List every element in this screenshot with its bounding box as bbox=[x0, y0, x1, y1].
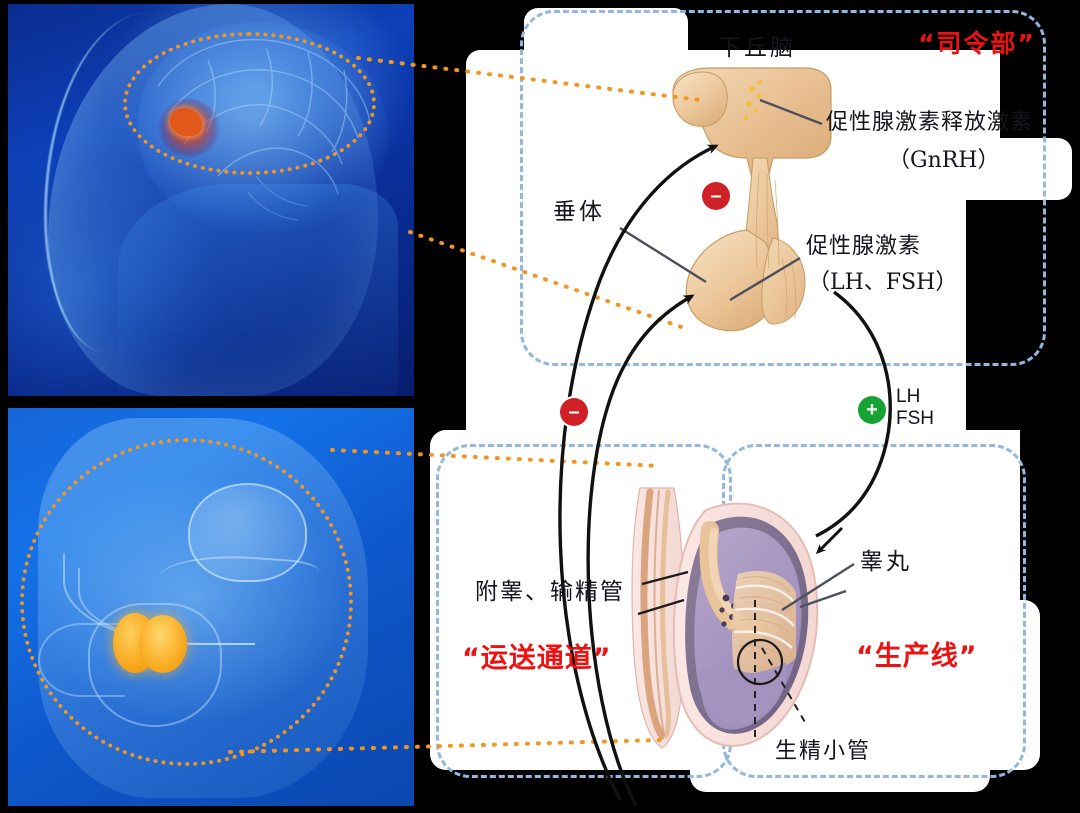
pelvis-callout-circle bbox=[20, 438, 353, 766]
label-seminiferous-tubule: 生精小管 bbox=[775, 739, 872, 764]
negative-feedback-badge-hypothalamus: – bbox=[702, 182, 730, 210]
label-pituitary: 垂体 bbox=[553, 199, 605, 225]
head-xray-photo bbox=[8, 4, 414, 396]
neck-shape bbox=[118, 184, 398, 396]
diagram-panel-bg-left-notch bbox=[466, 300, 526, 450]
hypothalamus-pituitary-group-box bbox=[520, 10, 1046, 366]
positive-stimulation-badge: + bbox=[858, 396, 886, 424]
label-fsh: FSH bbox=[896, 408, 934, 429]
label-gonadotropin-line1: 促性腺激素 bbox=[806, 234, 922, 259]
label-epididymis-vas: 附睾、输精管 bbox=[475, 579, 625, 605]
label-gnrh-line2: （GnRH） bbox=[888, 148, 1000, 173]
pelvis-xray-photo bbox=[8, 408, 414, 806]
testis-cross-section-illustration bbox=[631, 487, 819, 749]
label-gonadotropin-line2: （LH、FSH） bbox=[808, 270, 958, 295]
hypothalamus-pituitary-illustration bbox=[672, 67, 832, 332]
label-lh: LH bbox=[896, 386, 921, 407]
label-gnrh-line1: 促性腺激素释放激素 bbox=[826, 110, 1034, 135]
gnrh-granules-icon bbox=[743, 80, 762, 121]
negative-feedback-badge-pituitary: – bbox=[560, 398, 588, 426]
label-transport-channel: “运送通道” bbox=[462, 643, 612, 674]
label-production-line: “生产线” bbox=[856, 641, 978, 672]
label-hypothalamus: 下丘脑 bbox=[718, 35, 796, 61]
label-testis: 睾丸 bbox=[860, 549, 912, 575]
label-headquarters: “司令部” bbox=[918, 29, 1036, 58]
face-profile-edge bbox=[44, 12, 197, 352]
head-callout-circle bbox=[123, 32, 376, 175]
